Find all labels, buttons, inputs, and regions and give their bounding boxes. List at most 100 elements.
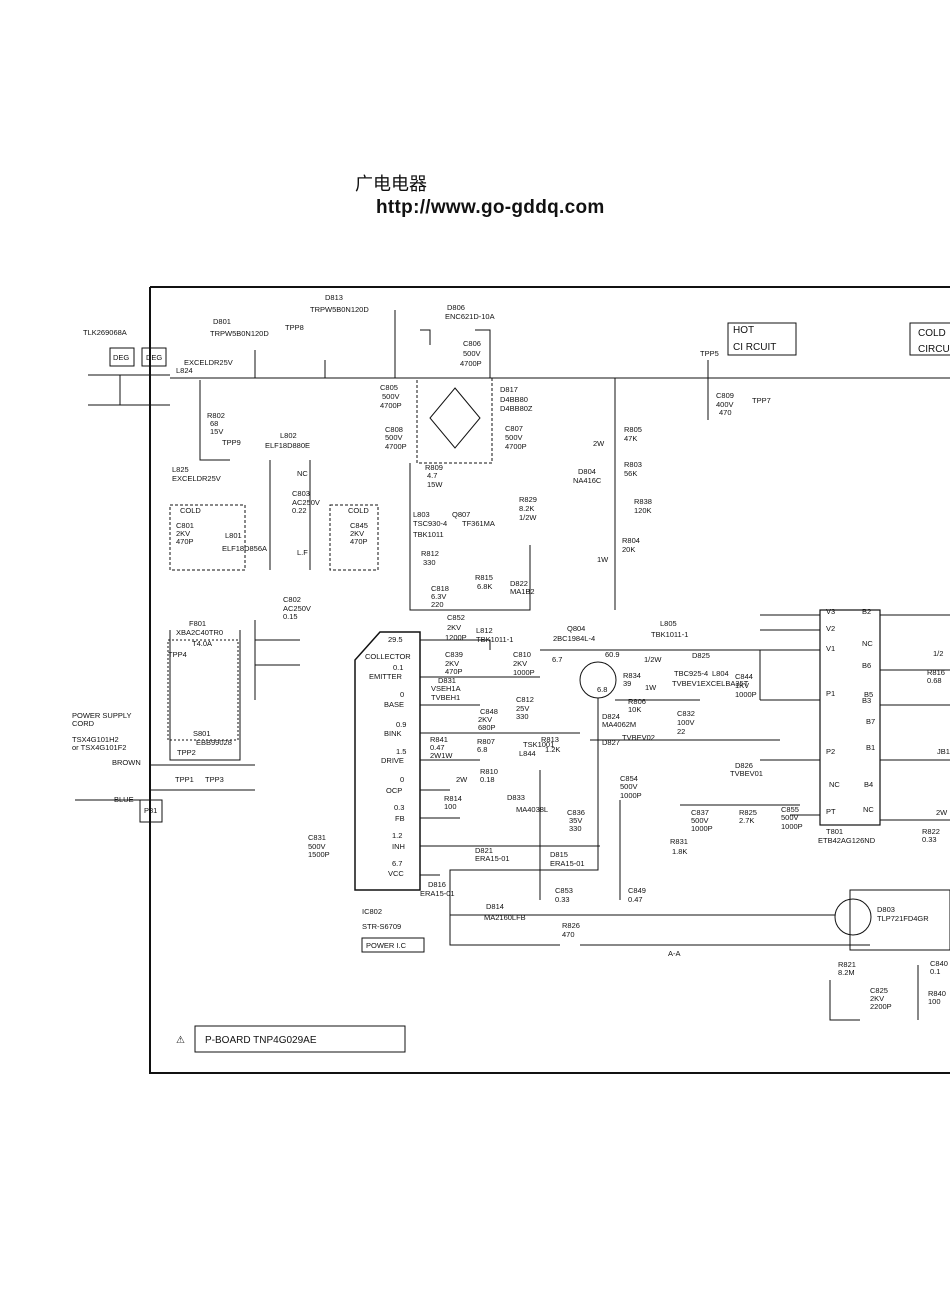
component-label: NC [863, 805, 874, 814]
component-label: 400V [716, 400, 734, 409]
component-label: V3 [826, 607, 835, 616]
component-label: R807 [477, 737, 495, 746]
component-label: TVBEV01 [730, 769, 763, 778]
component-label: 2KV [513, 659, 527, 668]
component-label: 2.7K [739, 816, 754, 825]
component-label: TPP3 [205, 775, 224, 784]
component-label: 1.2K [545, 745, 560, 754]
component-label: D806 [447, 303, 465, 312]
component-label: V1 [826, 644, 835, 653]
component-label: 1000P [513, 668, 535, 677]
component-label: R809 [425, 463, 443, 472]
component-label: C803 [292, 489, 310, 498]
component-label: D824 [602, 712, 620, 721]
component-label: B5 [864, 690, 873, 699]
component-label: 500V [382, 392, 400, 401]
component-label: 6.8 [477, 745, 487, 754]
component-label: D822 [510, 579, 528, 588]
component-label: C831 [308, 833, 326, 842]
component-label: R825 [739, 808, 757, 817]
component-label: 500V [463, 349, 481, 358]
component-label: TLP721FD4GR [877, 914, 929, 923]
component-label: TBK1011-1 [651, 630, 688, 639]
component-label: 1.8K [672, 847, 687, 856]
component-label: 1/2W [519, 513, 537, 522]
component-label: 47K [624, 434, 637, 443]
component-label: ENC621D-10A [445, 312, 495, 321]
component-label: 470P [445, 667, 463, 676]
component-label: R831 [670, 837, 688, 846]
component-label: D826 [735, 761, 753, 770]
component-label: CORD [72, 719, 95, 728]
component-label: TRPW5B0N120D [210, 329, 269, 338]
component-label: R804 [622, 536, 640, 545]
component-label: 100V [677, 718, 695, 727]
component-label: D827 [602, 738, 620, 747]
component-label: D817 [500, 385, 518, 394]
component-label: 6.7 [392, 859, 402, 868]
component-label: EXCELDR25V [172, 474, 221, 483]
diagram-boxes: HOT CI RCUIT COLD CIRCU ⚠ P-BOARD TNP4G0… [176, 322, 950, 1053]
component-label: L801 [225, 531, 242, 540]
component-label: BLUE [114, 795, 134, 804]
component-label: T4.0A [192, 639, 212, 648]
component-label: C808 [385, 425, 403, 434]
component-label: 0.15 [283, 612, 298, 621]
component-label: D833 [507, 793, 525, 802]
component-label: ELF18D856A [222, 544, 267, 553]
component-label: R802 [207, 411, 225, 420]
component-label: IC802 [362, 907, 382, 916]
component-label: R840 [928, 989, 946, 998]
component-label: MA4038L [516, 805, 548, 814]
component-label: 20K [622, 545, 635, 554]
component-label: MA4062M [602, 720, 636, 729]
component-label: C852 [447, 613, 465, 622]
component-label: 1/2 [933, 649, 943, 658]
site-url[interactable]: http://www.go-gddq.com [376, 197, 605, 218]
warning-icon: ⚠ [176, 1035, 185, 1046]
component-label: C832 [677, 709, 695, 718]
component-label: NC [862, 639, 873, 648]
component-label: 1/2W [644, 655, 662, 664]
component-label: 15V [210, 427, 223, 436]
component-label: C809 [716, 391, 734, 400]
component-label: D4BB80Z [500, 404, 533, 413]
component-label: C810 [513, 650, 531, 659]
component-label: R816 [927, 668, 945, 677]
component-label: 100 [928, 997, 941, 1006]
power-ic-label: POWER I.C [366, 941, 407, 950]
component-label: 0.9 [396, 720, 406, 729]
component-label: L.F [297, 548, 308, 557]
component-label: B2 [862, 607, 871, 616]
component-label: Q807 [452, 510, 470, 519]
component-label: 0.1 [393, 663, 403, 672]
component-label: 0 [400, 775, 404, 784]
component-label: TPP4 [168, 650, 187, 659]
component-label: DEG [146, 353, 162, 362]
component-label: P81 [144, 806, 157, 815]
component-label: S801 [193, 729, 211, 738]
component-label: L824 [176, 366, 193, 375]
component-label: 4700P [505, 442, 527, 451]
component-label: BROWN [112, 758, 141, 767]
component-label: 1500P [308, 850, 330, 859]
component-label: 0.33 [922, 835, 937, 844]
component-label: 68 [210, 419, 218, 428]
component-label: 56K [624, 469, 637, 478]
component-label: C839 [445, 650, 463, 659]
component-label: 500V [385, 433, 403, 442]
component-label: 2KV [176, 529, 190, 538]
component-label: TVBEV02 [622, 733, 655, 742]
component-label: 1000P [691, 824, 713, 833]
component-label: C845 [350, 521, 368, 530]
component-label: C837 [691, 808, 709, 817]
component-label: D804 [578, 467, 596, 476]
component-label: L804 [712, 669, 729, 678]
component-label: D816 [428, 880, 446, 889]
component-label: D815 [550, 850, 568, 859]
component-label: C812 [516, 695, 534, 704]
component-label: R841 [430, 735, 448, 744]
component-label: EXCELDR25V [184, 358, 233, 367]
component-label: 4.7 [427, 471, 437, 480]
component-label: T801 [826, 827, 843, 836]
